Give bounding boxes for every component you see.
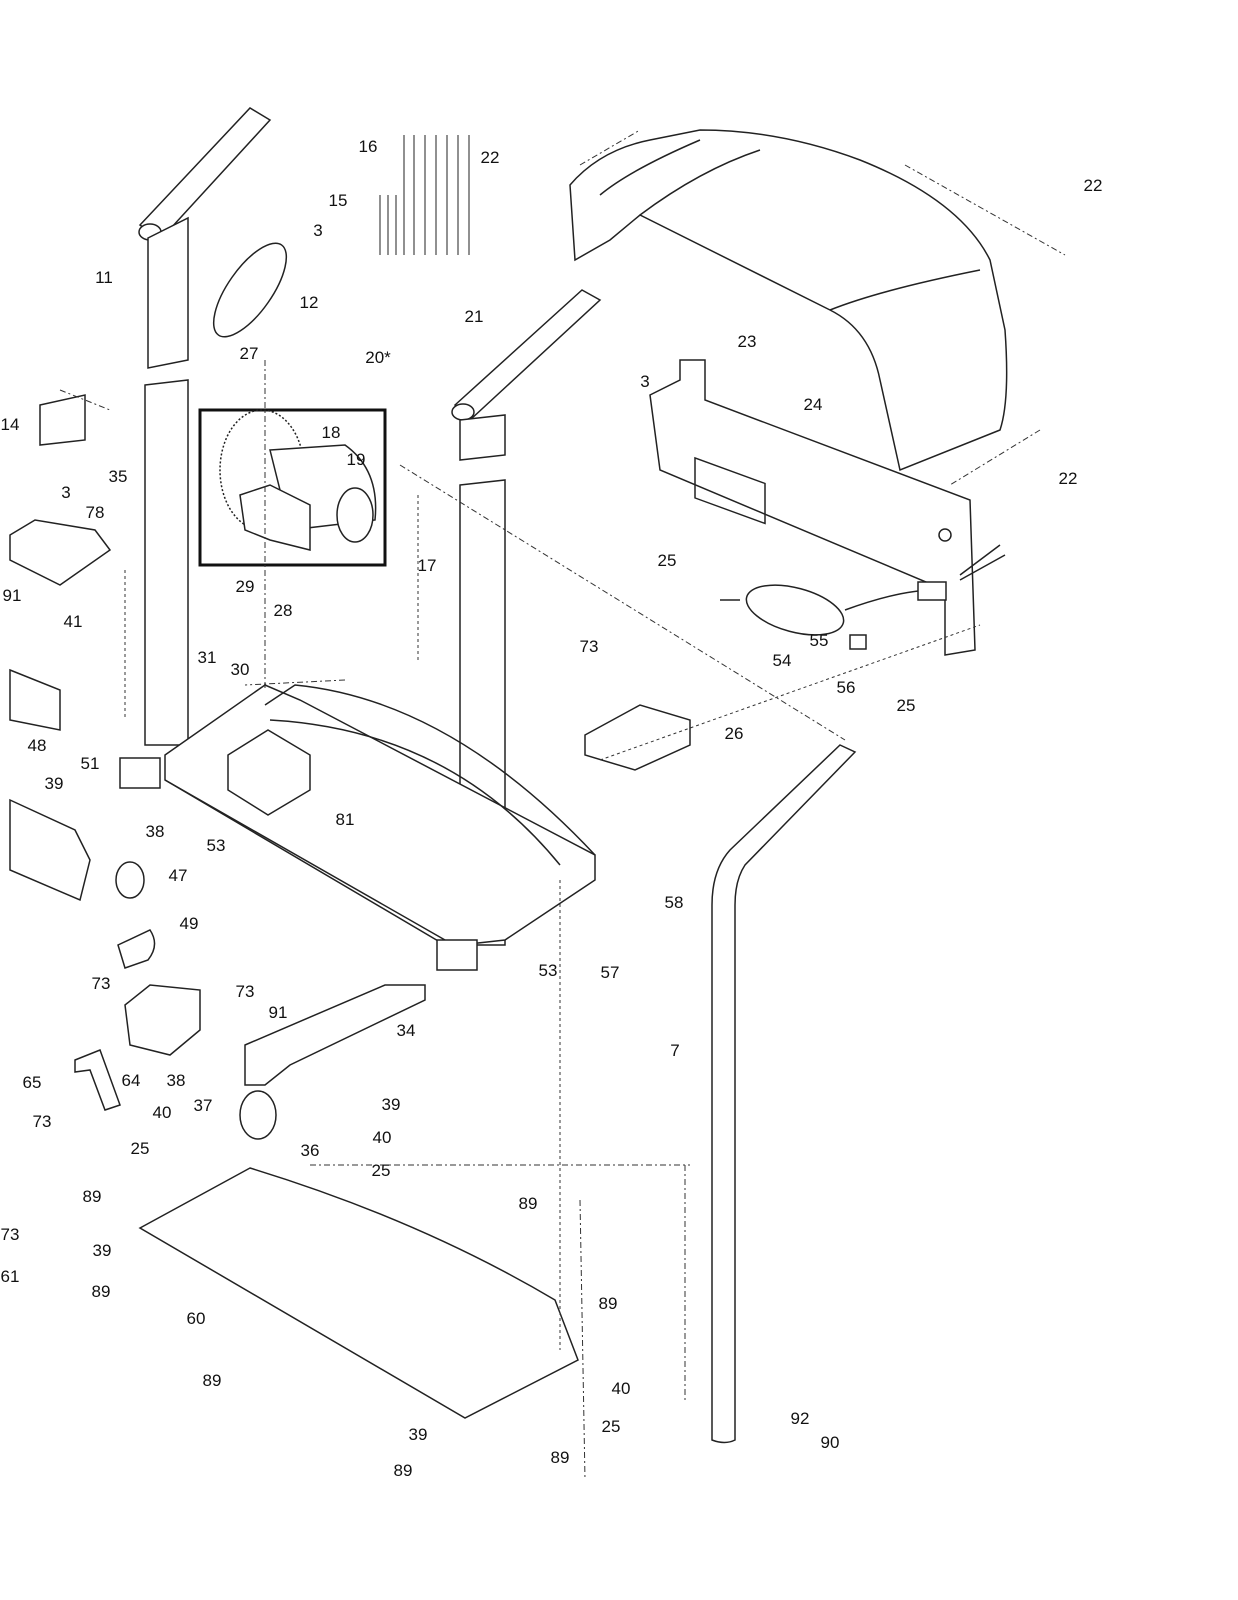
callout-40: 40 [153,1103,172,1122]
callout-28: 28 [274,601,293,620]
callout-89: 89 [203,1371,222,1390]
callout-31: 31 [198,648,217,667]
callout-73: 73 [1,1225,20,1244]
callout-73: 73 [92,974,111,993]
callout-35: 35 [109,467,128,486]
callout-20-star: 20* [365,348,391,367]
callout-90: 90 [821,1433,840,1452]
callout-39: 39 [93,1241,112,1260]
callout-22: 22 [481,148,500,167]
callout-41: 41 [64,612,83,631]
callout-18: 18 [322,423,341,442]
hood-part [569,129,1008,472]
callout-29: 29 [236,577,255,596]
base-plate-60-part [138,1167,579,1419]
callout-48: 48 [28,736,47,755]
left-handle-part [138,107,272,242]
callout-81: 81 [336,810,355,829]
callout-26: 26 [725,724,744,743]
callout-27: 27 [240,344,259,363]
callout-22: 22 [1084,176,1103,195]
callout-21: 21 [465,307,484,326]
callout-37: 37 [194,1096,213,1115]
callout-30: 30 [231,660,250,679]
motor-bracket-part [649,359,976,656]
callout-92: 92 [791,1409,810,1428]
callout-25: 25 [131,1139,150,1158]
callout-61: 61 [1,1267,20,1286]
callout-39: 39 [409,1425,428,1444]
callout-40: 40 [612,1379,631,1398]
frame-tube-34-part [244,984,426,1086]
callout-65: 65 [23,1073,42,1092]
callout-34: 34 [397,1021,416,1040]
callout-38: 38 [146,822,165,841]
callout-3: 3 [313,221,322,240]
callout-3: 3 [640,372,649,391]
callout-40: 40 [373,1128,392,1147]
callout-14: 14 [1,415,20,434]
callout-23: 23 [738,332,757,351]
wheel-37-part [239,1090,277,1140]
callout-73: 73 [33,1112,52,1131]
callout-25: 25 [602,1417,621,1436]
callout-89: 89 [551,1448,570,1467]
motor-assembly-box [198,408,387,567]
callout-53: 53 [539,961,558,980]
base-frame-part [164,684,596,946]
callout-39: 39 [45,774,64,793]
callout-54: 54 [773,651,792,670]
callout-91: 91 [269,1003,288,1022]
upright-7-part [711,744,857,1444]
callout-25: 25 [372,1161,391,1180]
transformer-64-part [124,984,201,1056]
callout-89: 89 [83,1187,102,1206]
callout-12: 12 [300,293,319,312]
callout-73: 73 [580,637,599,656]
drive-belt-part [212,242,288,338]
left-upright-lower-part [144,379,189,746]
callout-89: 89 [92,1282,111,1301]
callout-53: 53 [207,836,226,855]
callout-38: 38 [167,1071,186,1090]
callout-91: 91 [3,586,22,605]
callout-89: 89 [394,1461,413,1480]
callout-36: 36 [301,1141,320,1160]
callout-64: 64 [122,1071,141,1090]
callout-3: 3 [61,483,70,502]
callout-15: 15 [329,191,348,210]
callout-49: 49 [180,914,199,933]
callout-7: 7 [670,1041,679,1060]
callout-78: 78 [86,503,105,522]
callout-11: 11 [95,268,113,287]
callout-39: 39 [382,1095,401,1114]
left-upright-part [147,216,189,369]
callout-25: 25 [897,696,916,715]
callout-55: 55 [810,631,829,650]
power-cord-part [745,584,845,636]
callout-19: 19 [347,450,366,469]
callout-73: 73 [236,982,255,1001]
callout-47: 47 [169,866,188,885]
part-drawings [9,107,1066,1481]
callout-57: 57 [601,963,620,982]
callout-17: 17 [418,556,437,575]
callout-24: 24 [804,395,823,414]
callout-51: 51 [81,754,100,773]
callout-89: 89 [519,1194,538,1213]
callout-16: 16 [359,137,378,156]
callout-56: 56 [837,678,856,697]
callout-60: 60 [187,1309,206,1328]
callout-89: 89 [599,1294,618,1313]
callout-25: 25 [658,551,677,570]
callout-22: 22 [1059,469,1078,488]
callout-58: 58 [665,893,684,912]
